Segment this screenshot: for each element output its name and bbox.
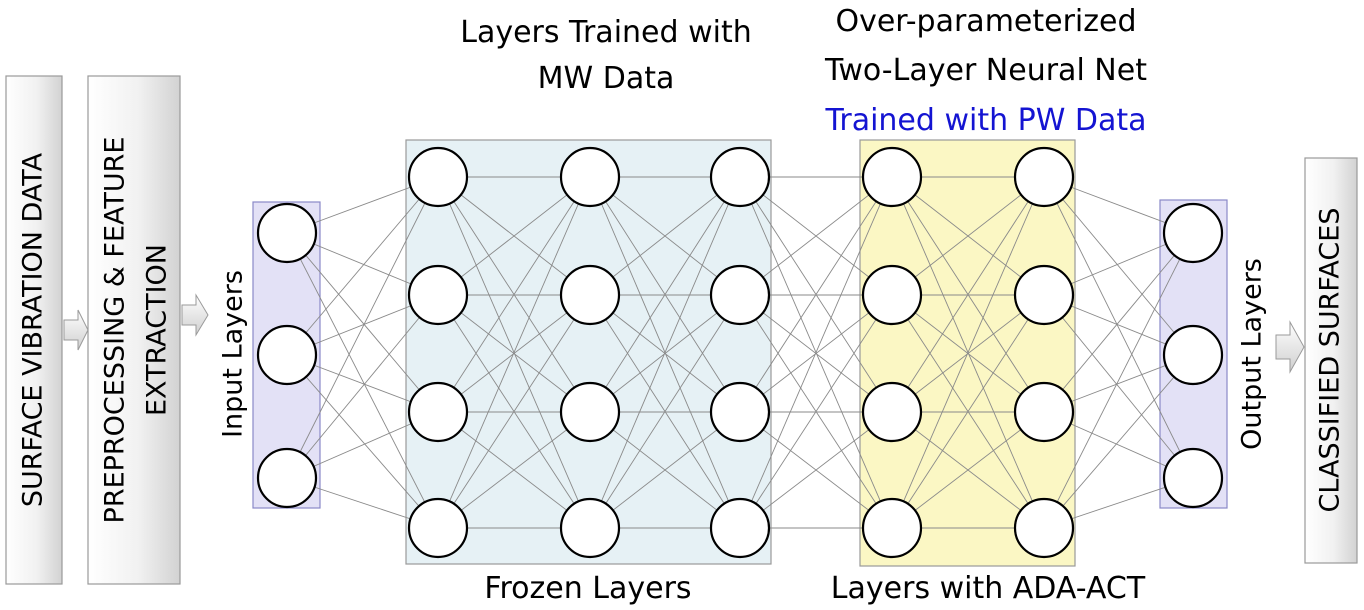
ada-act-neuron-l5-n2 — [1013, 381, 1075, 443]
input-neuron-l0-n2 — [256, 447, 318, 509]
neurons — [256, 146, 1224, 559]
connection-l3n3-l4n2 — [739, 411, 893, 529]
frozen-neuron-l2-n1 — [559, 264, 621, 326]
connection-l4n3-l5n2 — [891, 411, 1045, 529]
preprocessing-stage — [87, 75, 181, 585]
ada-act-neuron-l5-n0 — [1013, 146, 1075, 208]
connection-l4n3-l5n1 — [891, 294, 1045, 529]
connection-l3n3-l4n0 — [739, 176, 893, 529]
connection-l0n1-l1n3 — [286, 354, 439, 529]
connection-l0n2-l1n0 — [286, 176, 439, 479]
preprocessing-label-line1: PREPROCESSING & FEATURE — [100, 137, 131, 524]
overparam-annotation-line2: Two-Layer Neural Net — [824, 53, 1147, 88]
frozen-neuron-l2-n3 — [559, 497, 621, 559]
output-neuron-l6-n0 — [1162, 202, 1224, 264]
connection-l1n3-l2n1 — [437, 294, 591, 529]
connection-l0n1-l1n0 — [286, 176, 439, 356]
connection-l3n1-l4n0 — [739, 176, 893, 296]
connection-l5n0-l6n1 — [1043, 176, 1194, 356]
frozen-neuron-l3-n2 — [709, 381, 771, 443]
connection-l5n3-l6n0 — [1043, 232, 1194, 529]
output-layers-label: Output Layers — [1237, 258, 1268, 450]
connection-l1n3-l2n2 — [437, 411, 591, 529]
ada-act-neuron-l4-n1 — [861, 264, 923, 326]
connection-l4n2-l5n0 — [891, 176, 1045, 413]
output-neuron-l6-n1 — [1162, 324, 1224, 386]
preprocessing-label-line2: EXTRACTION — [142, 244, 173, 416]
input-layers-label: Input Layers — [218, 270, 249, 438]
output-neuron-l6-n2 — [1162, 447, 1224, 509]
overparam-annotation-line3: Trained with PW Data — [824, 103, 1146, 138]
surface-vibration-stage — [5, 75, 63, 585]
classified-surfaces-stage — [1304, 157, 1358, 564]
ada-act-neuron-l5-n3 — [1013, 497, 1075, 559]
connection-l5n0-l6n2 — [1043, 176, 1194, 479]
connection-l5n1-l6n2 — [1043, 294, 1194, 479]
ada-act-layers-label: Layers with ADA-ACT — [831, 571, 1146, 606]
mw-annotation-line2: MW Data — [538, 61, 675, 96]
frozen-layers-label: Frozen Layers — [484, 571, 691, 606]
frozen-neuron-l3-n0 — [709, 146, 771, 208]
connection-l1n1-l2n0 — [437, 176, 591, 296]
connection-l4n1-l5n0 — [891, 176, 1045, 296]
frozen-neuron-l2-n2 — [559, 381, 621, 443]
connection-l0n2-l1n1 — [286, 294, 439, 479]
connection-l3n3-l4n1 — [739, 294, 893, 529]
ada-act-neuron-l4-n3 — [861, 497, 923, 559]
connection-l2n3-l3n2 — [589, 411, 741, 529]
classified-surfaces-label: CLASSIFIED SURFACES — [1315, 208, 1346, 513]
arrow-to-input-icon — [181, 293, 209, 337]
ada-act-neuron-l4-n0 — [861, 146, 923, 208]
frozen-neuron-l1-n1 — [407, 264, 469, 326]
ada-act-neuron-l4-n2 — [861, 381, 923, 443]
connection-l2n1-l3n0 — [589, 176, 741, 296]
ada-act-neuron-l5-n1 — [1013, 264, 1075, 326]
connection-l1n2-l2n0 — [437, 176, 591, 413]
connection-l1n3-l2n0 — [437, 176, 591, 529]
frozen-neuron-l1-n2 — [407, 381, 469, 443]
arrow-to-classified-icon — [1275, 320, 1305, 374]
connection-l0n0-l1n3 — [286, 232, 439, 529]
connection-l2n3-l3n0 — [589, 176, 741, 529]
input-neuron-l0-n0 — [256, 202, 318, 264]
connection-l0n0-l1n2 — [286, 232, 439, 413]
frozen-neuron-l1-n0 — [407, 146, 469, 208]
connection-l2n3-l3n1 — [589, 294, 741, 529]
mw-annotation-line1: Layers Trained with — [460, 15, 751, 50]
arrow-to-preprocessing-icon — [63, 309, 89, 351]
input-neuron-l0-n1 — [256, 324, 318, 386]
frozen-neuron-l3-n1 — [709, 264, 771, 326]
surface-vibration-label: SURFACE VIBRATION DATA — [18, 152, 49, 507]
frozen-neuron-l3-n3 — [709, 497, 771, 559]
connection-l3n2-l4n0 — [739, 176, 893, 413]
connection-l4n3-l5n0 — [891, 176, 1045, 529]
frozen-neuron-l2-n0 — [559, 146, 621, 208]
connection-l5n3-l6n1 — [1043, 354, 1194, 529]
frozen-neuron-l1-n3 — [407, 497, 469, 559]
connection-l5n2-l6n0 — [1043, 232, 1194, 413]
overparam-annotation-line1: Over-parameterized — [835, 4, 1136, 39]
connection-l2n2-l3n0 — [589, 176, 741, 413]
frozen-layers-box — [405, 139, 772, 565]
